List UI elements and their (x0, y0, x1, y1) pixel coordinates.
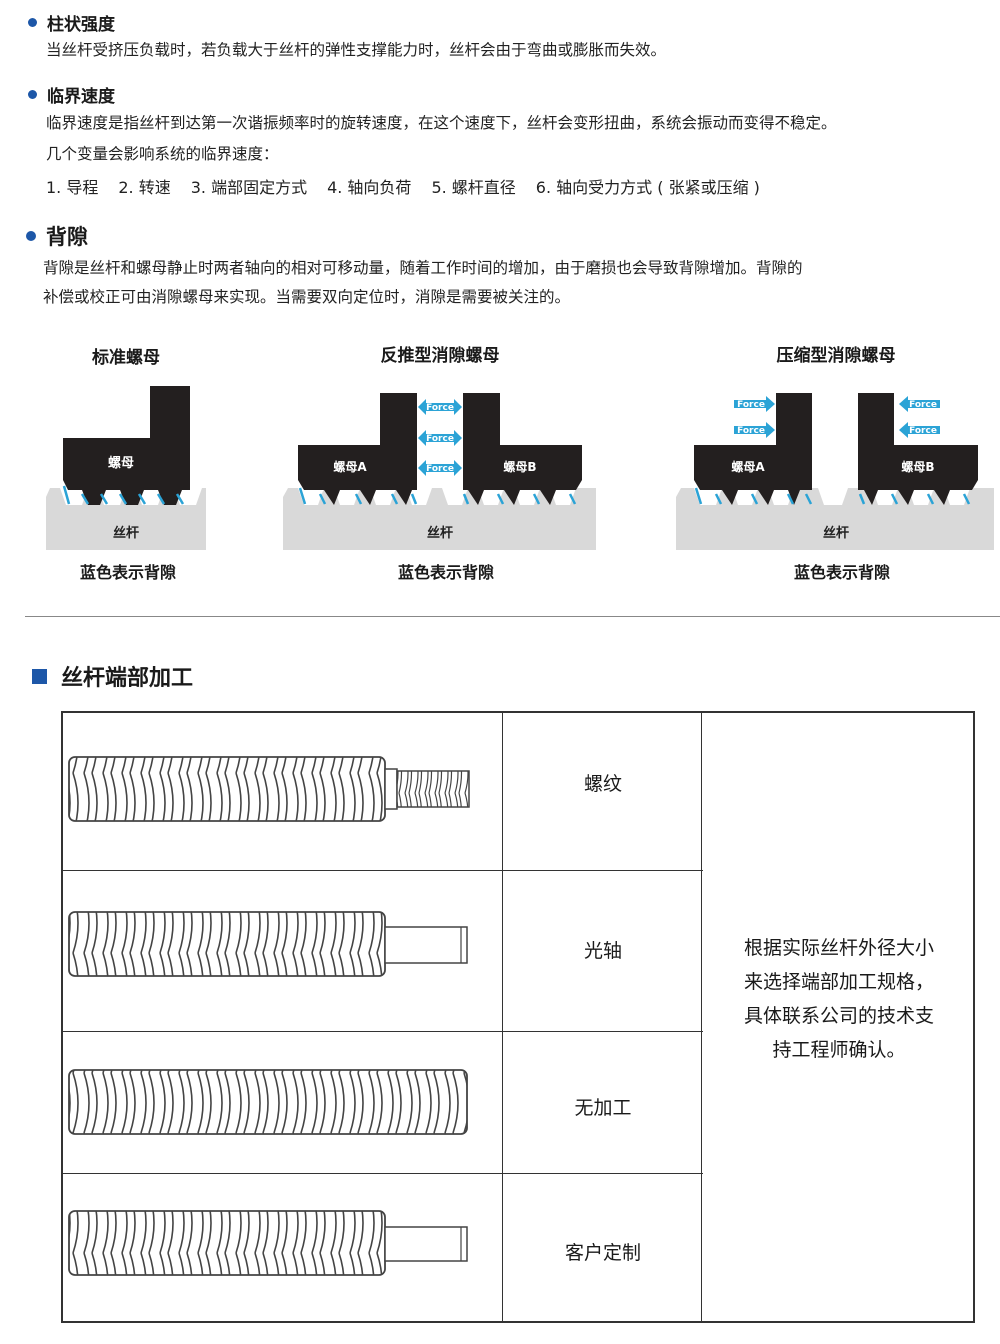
nut-label: 螺母 (108, 455, 134, 471)
end-machining-table: 螺纹 光轴 无加工 客户定制 根据实际丝杆外径大小 来选择端部加工规格， 具体联… (61, 711, 975, 1323)
nut-body (63, 386, 190, 505)
row-divider (63, 1173, 703, 1174)
heading-text: 临界速度 (47, 87, 115, 107)
backlash-text-line1: 背隙是丝杆和螺母静止时两者轴向的相对可移动量，随着工作时间的增加，由于磨损也会导… (43, 259, 803, 277)
heading-critical-speed: 临界速度 (28, 82, 115, 107)
column-divider (701, 713, 702, 1321)
end-machining-note: 根据实际丝杆外径大小 来选择端部加工规格， 具体联系公司的技术支 持工程师确认。 (703, 931, 975, 1067)
force-arrow: Force (734, 396, 775, 412)
critical-speed-variables-intro: 几个变量会影响系统的临界速度： (46, 145, 279, 163)
screw-image-plain-shaft (68, 911, 468, 977)
note-line: 持工程师确认。 (772, 1039, 906, 1061)
row-divider (63, 1031, 703, 1032)
heading-text: 丝杆端部加工 (61, 666, 194, 691)
variable-item: 3. 端部固定方式 (190, 178, 308, 197)
nut-b-body (463, 393, 582, 505)
compression-type-nut-diagram: Force Force Force Force 螺母A 螺母B 丝杆 (676, 393, 994, 550)
force-label: Force (737, 400, 765, 410)
screw-image-threaded-end (68, 756, 470, 822)
backlash-highlight (694, 487, 971, 505)
diagram-caption-standard: 蓝色表示背隙 (79, 563, 176, 582)
nut-a-label: 螺母A (731, 459, 765, 474)
bullet-dot-icon (28, 18, 37, 27)
nut-a-body (298, 393, 417, 505)
column-strength-text: 当丝杆受挤压负载时，若负载大于丝杆的弹性支撑能力时，丝杆会由于弯曲或膨胀而失效。 (46, 41, 667, 59)
force-label: Force (737, 426, 765, 436)
force-label: Force (426, 434, 454, 444)
column-divider (502, 713, 503, 1321)
diagram-caption-push: 蓝色表示背隙 (397, 563, 494, 582)
nut-a-body (694, 393, 812, 505)
diagram-title-standard: 标准螺母 (92, 348, 160, 368)
heading-backlash: 背隙 (26, 221, 88, 251)
force-label: Force (909, 426, 937, 436)
backlash-text-line2: 补偿或校正可由消隙螺母来实现。当需要双向定位时，消隙是需要被关注的。 (43, 288, 571, 306)
force-arrow: Force (899, 422, 940, 438)
force-arrow: Force (734, 422, 775, 438)
force-label: Force (909, 400, 937, 410)
nut-a-label: 螺母A (333, 459, 367, 474)
standard-nut-diagram: 螺母 丝杆 (46, 386, 206, 550)
variable-item: 4. 轴向负荷 (327, 178, 412, 197)
critical-speed-variables: 1. 导程 2. 转速 3. 端部固定方式 4. 轴向负荷 5. 螺杆直径 6.… (46, 174, 760, 202)
force-arrow: Force (418, 399, 462, 415)
backlash-highlight (62, 485, 185, 505)
screw-image-no-machining (68, 1069, 468, 1135)
force-label: Force (426, 464, 454, 474)
force-arrow: Force (418, 430, 462, 446)
note-line: 具体联系公司的技术支 (743, 1005, 934, 1027)
critical-speed-text: 临界速度是指丝杆到达第一次谐振频率时的旋转速度，在这个速度下，丝杆会变形扭曲，系… (46, 114, 837, 132)
diagram-caption-compress: 蓝色表示背隙 (793, 563, 890, 582)
backlash-diagrams: 螺母 丝杆 Force Force Force 螺母A 螺母B 丝杆 Fo (46, 386, 994, 550)
row-label-no-machining: 无加工 (574, 1097, 632, 1119)
nut-b-label: 螺母B (901, 459, 934, 474)
force-arrow: Force (899, 396, 940, 412)
variable-item: 6. 轴向受力方式 ( 张紧或压缩 ) (535, 178, 760, 197)
variable-item: 1. 导程 (46, 178, 99, 197)
bullet-dot-icon (28, 90, 37, 99)
note-line: 根据实际丝杆外径大小 (743, 937, 934, 959)
screw-images (68, 756, 470, 1276)
diagram-title-push: 反推型消隙螺母 (380, 346, 500, 366)
force-label: Force (426, 403, 454, 413)
nut-b-body (858, 393, 978, 505)
heading-text: 柱状强度 (47, 15, 115, 35)
diagram-title-compress: 压缩型消隙螺母 (776, 346, 896, 366)
screw-label: 丝杆 (113, 525, 139, 541)
section-divider (25, 616, 1000, 617)
variable-item: 2. 转速 (118, 178, 171, 197)
row-label-custom: 客户定制 (564, 1242, 641, 1264)
heading-column-strength: 柱状强度 (28, 10, 115, 35)
nut-b-label: 螺母B (503, 459, 536, 474)
push-type-nut-diagram: Force Force Force 螺母A 螺母B 丝杆 (283, 393, 596, 550)
row-label-threaded: 螺纹 (583, 773, 622, 795)
row-label-plain-shaft: 光轴 (583, 940, 622, 962)
screw-label: 丝杆 (823, 525, 849, 541)
force-arrow: Force (418, 460, 462, 476)
note-line: 来选择端部加工规格， (743, 971, 934, 993)
variable-item: 5. 螺杆直径 (431, 178, 516, 197)
square-bullet-icon (32, 668, 47, 684)
screw-image-custom (68, 1210, 468, 1276)
screw-label: 丝杆 (427, 525, 453, 541)
backlash-highlight (298, 487, 577, 505)
row-divider (63, 870, 703, 871)
heading-screw-end-machining: 丝杆端部加工 (32, 660, 193, 692)
heading-text: 背隙 (46, 225, 88, 249)
bullet-dot-icon (26, 231, 36, 241)
